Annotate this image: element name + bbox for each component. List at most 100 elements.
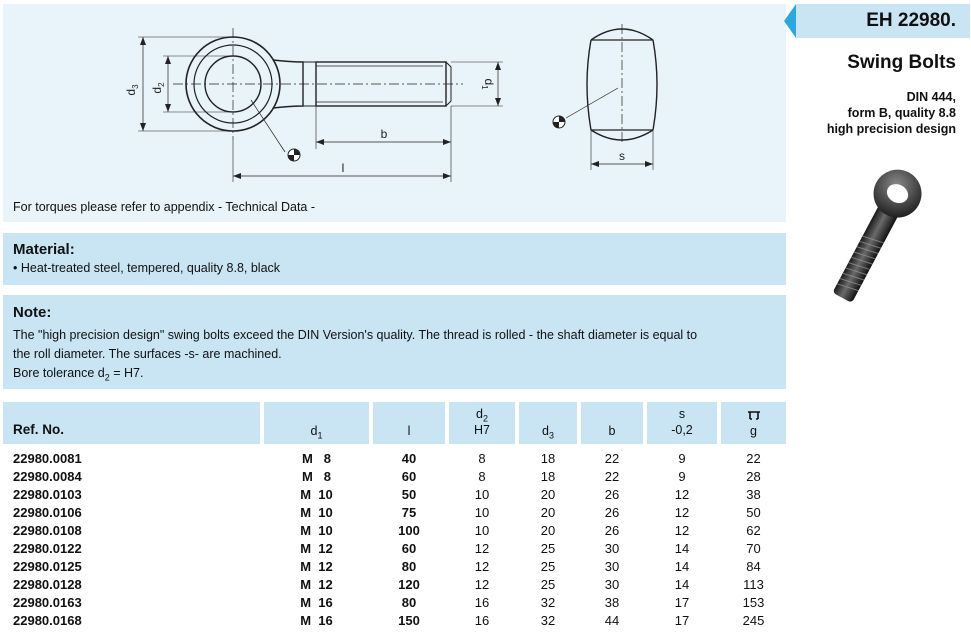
torque-note: For torques please refer to appendix - T… bbox=[13, 200, 316, 214]
material-panel: Material: • Heat-treated steel, tempered… bbox=[3, 233, 786, 285]
cell-l: 120 bbox=[398, 577, 420, 592]
cell-d2: 12 bbox=[474, 541, 490, 556]
cell-d3: 20 bbox=[540, 523, 556, 538]
cell-ref: 22980.0106 bbox=[13, 505, 82, 520]
cell-l: 60 bbox=[401, 541, 417, 556]
cell-g: 70 bbox=[746, 541, 761, 556]
cell-g: 245 bbox=[742, 613, 765, 628]
cell-l: 150 bbox=[398, 613, 420, 628]
cell-d3: 18 bbox=[540, 451, 556, 466]
cell-l: 80 bbox=[401, 595, 417, 610]
cell-s: 9 bbox=[678, 469, 686, 484]
cell-s: 12 bbox=[674, 487, 690, 502]
note-line: Bore tolerance d2 = H7. bbox=[13, 366, 144, 383]
cell-s: 14 bbox=[674, 559, 690, 574]
cell-s: 12 bbox=[674, 505, 690, 520]
cell-s: 9 bbox=[678, 451, 686, 466]
cell-d1: M 8 bbox=[302, 469, 331, 484]
svg-text:d3: d3 bbox=[124, 84, 140, 96]
cell-d2: 8 bbox=[478, 469, 486, 484]
cell-d1: M 10 bbox=[300, 523, 333, 538]
cell-g: 22 bbox=[746, 451, 761, 466]
col-header-ref: Ref. No. bbox=[3, 402, 260, 444]
cell-d2: 10 bbox=[474, 523, 490, 538]
cell-s: 12 bbox=[674, 523, 690, 538]
cell-ref: 22980.0122 bbox=[13, 541, 82, 556]
weight-icon bbox=[748, 411, 760, 420]
cell-l: 80 bbox=[401, 559, 417, 574]
cell-g: 84 bbox=[746, 559, 761, 574]
table-row: 22980.0122 M 12 60 12 25 30 14 70 bbox=[3, 540, 786, 558]
cell-d3: 25 bbox=[540, 559, 556, 574]
cell-d1: M 12 bbox=[300, 541, 333, 556]
cell-b: 26 bbox=[604, 523, 620, 538]
cell-d1: M 10 bbox=[300, 505, 333, 520]
cell-b: 30 bbox=[604, 577, 620, 592]
col-header-weight: g bbox=[721, 402, 786, 444]
cell-b: 30 bbox=[604, 541, 620, 556]
ref-code-tab: EH 22980. bbox=[784, 4, 970, 38]
cell-d1: M 10 bbox=[300, 487, 333, 502]
product-subtitle: DIN 444, bbox=[906, 90, 956, 104]
product-subtitle: form B, quality 8.8 bbox=[847, 106, 956, 120]
product-subtitle: high precision design bbox=[826, 122, 956, 136]
table-row: 22980.0081 M 8 40 8 18 22 9 22 bbox=[3, 450, 786, 468]
cell-b: 38 bbox=[604, 595, 620, 610]
cell-ref: 22980.0084 bbox=[13, 469, 82, 484]
cell-ref: 22980.0103 bbox=[13, 487, 82, 502]
cell-d1: M 12 bbox=[300, 577, 333, 592]
cell-ref: 22980.0128 bbox=[13, 577, 82, 592]
cell-b: 26 bbox=[604, 505, 620, 520]
cell-d1: M 16 bbox=[300, 613, 333, 628]
material-heading: Material: bbox=[13, 241, 75, 258]
dim-label-s: s bbox=[619, 149, 625, 163]
cell-d3: 25 bbox=[540, 541, 556, 556]
cell-s: 14 bbox=[674, 577, 690, 592]
table-row: 22980.0106 M 10 75 10 20 26 12 50 bbox=[3, 504, 786, 522]
cell-d2: 12 bbox=[474, 577, 490, 592]
cell-b: 22 bbox=[604, 451, 620, 466]
cell-d2: 8 bbox=[478, 451, 486, 466]
col-header-d3: d3 bbox=[519, 402, 577, 444]
cell-d2: 16 bbox=[474, 595, 490, 610]
cell-g: 38 bbox=[746, 487, 761, 502]
svg-text:d2: d2 bbox=[150, 82, 166, 94]
col-header-l: l bbox=[373, 402, 445, 444]
surface-finish-icon bbox=[287, 148, 301, 162]
dim-label-d3: d bbox=[124, 89, 138, 96]
cell-s: 14 bbox=[674, 541, 690, 556]
cell-ref: 22980.0125 bbox=[13, 559, 82, 574]
cell-g: 50 bbox=[746, 505, 761, 520]
cell-ref: 22980.0081 bbox=[13, 451, 82, 466]
cell-g: 28 bbox=[746, 469, 761, 484]
note-panel: Note: The "high precision design" swing … bbox=[3, 295, 786, 389]
cell-l: 40 bbox=[401, 451, 417, 466]
dim-label-d2: d bbox=[150, 87, 164, 94]
note-heading: Note: bbox=[13, 304, 52, 321]
cell-d1: M 8 bbox=[302, 451, 331, 466]
note-line: The "high precision design" swing bolts … bbox=[13, 328, 698, 342]
cell-ref: 22980.0108 bbox=[13, 523, 82, 538]
col-header-b: b bbox=[581, 402, 643, 444]
cell-b: 44 bbox=[604, 613, 620, 628]
ref-code: EH 22980. bbox=[866, 10, 956, 31]
dim-label-l: l bbox=[342, 161, 345, 175]
product-title: Swing Bolts bbox=[847, 52, 956, 73]
cell-l: 75 bbox=[401, 505, 417, 520]
tab-arrow-icon bbox=[784, 4, 796, 38]
note-line: the roll diameter. The surfaces -s- are … bbox=[13, 347, 282, 361]
surface-finish-icon bbox=[552, 115, 566, 129]
technical-drawing: d3 d2 d1 b l s bbox=[124, 24, 658, 182]
cell-d2: 10 bbox=[474, 505, 490, 520]
cell-d3: 20 bbox=[540, 505, 556, 520]
cell-l: 50 bbox=[401, 487, 417, 502]
cell-d3: 20 bbox=[540, 487, 556, 502]
cell-l: 60 bbox=[401, 469, 417, 484]
cell-b: 30 bbox=[604, 559, 620, 574]
cell-l: 100 bbox=[398, 523, 420, 538]
